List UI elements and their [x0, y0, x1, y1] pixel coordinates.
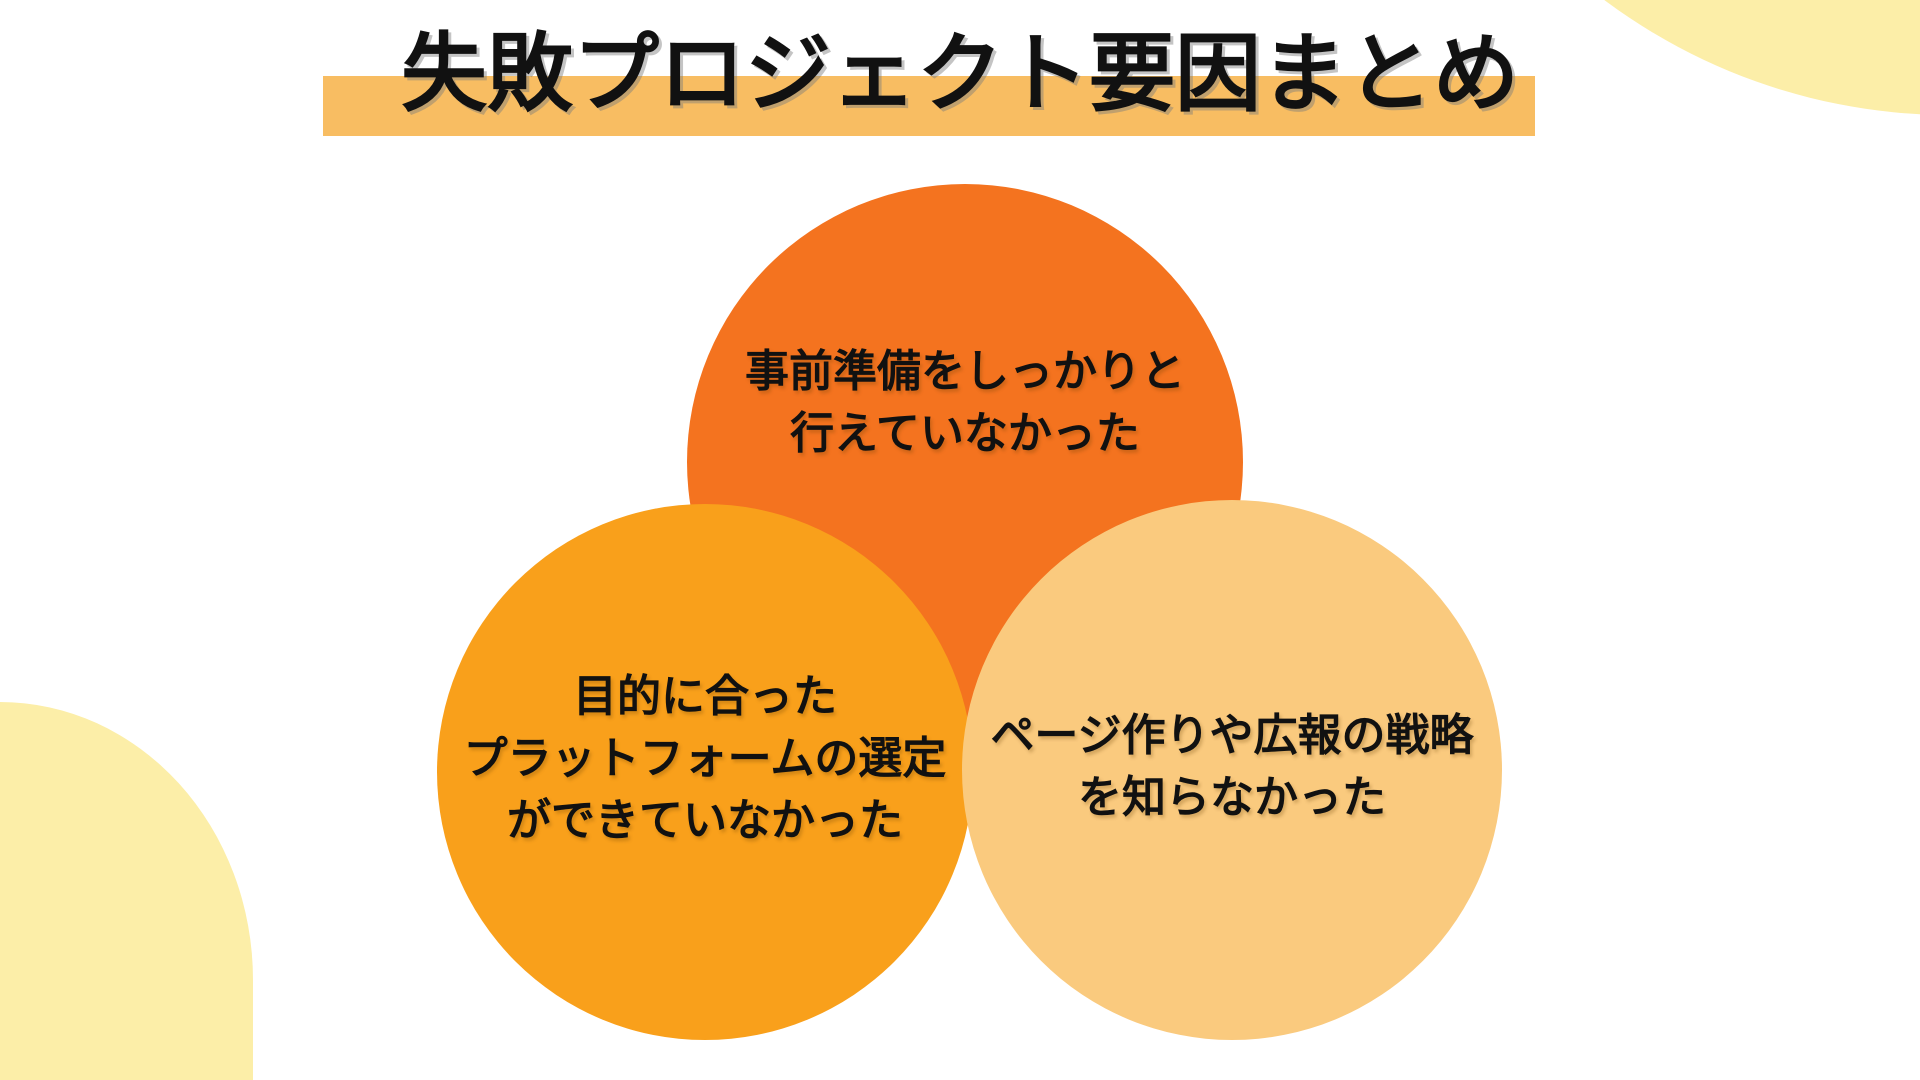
circle-text-promotion-strategy: ページ作りや広報の戦略 を知らなかった: [990, 705, 1473, 829]
circle-text-preparation: 事前準備をしっかりと 行えていなかった: [745, 341, 1185, 465]
page-title: 失敗プロジェクト要因まとめ: [401, 26, 1519, 122]
circle-text-line: を知らなかった: [1078, 773, 1386, 822]
circle-text-line: 行えていなかった: [790, 409, 1140, 458]
venn-circle-platform-selection: 目的に合った プラットフォームの選定 ができていなかった: [437, 504, 973, 1040]
circle-text-platform-selection: 目的に合った プラットフォームの選定 ができていなかった: [464, 666, 947, 852]
venn-circle-promotion-strategy: ページ作りや広報の戦略 を知らなかった: [962, 500, 1502, 1040]
circle-text-line: 目的に合った: [573, 672, 837, 721]
title-highlight-bar: [323, 76, 1535, 136]
circle-text-line: 事前準備をしっかりと: [745, 347, 1185, 396]
bottom-left-corner-blob: [0, 702, 253, 1080]
circle-text-line: プラットフォームの選定: [463, 734, 947, 783]
title-block: 失敗プロジェクト要因まとめ: [323, 20, 1535, 136]
circle-text-line: ページ作りや広報の戦略: [990, 711, 1474, 760]
circle-text-line: ができていなかった: [507, 796, 903, 845]
